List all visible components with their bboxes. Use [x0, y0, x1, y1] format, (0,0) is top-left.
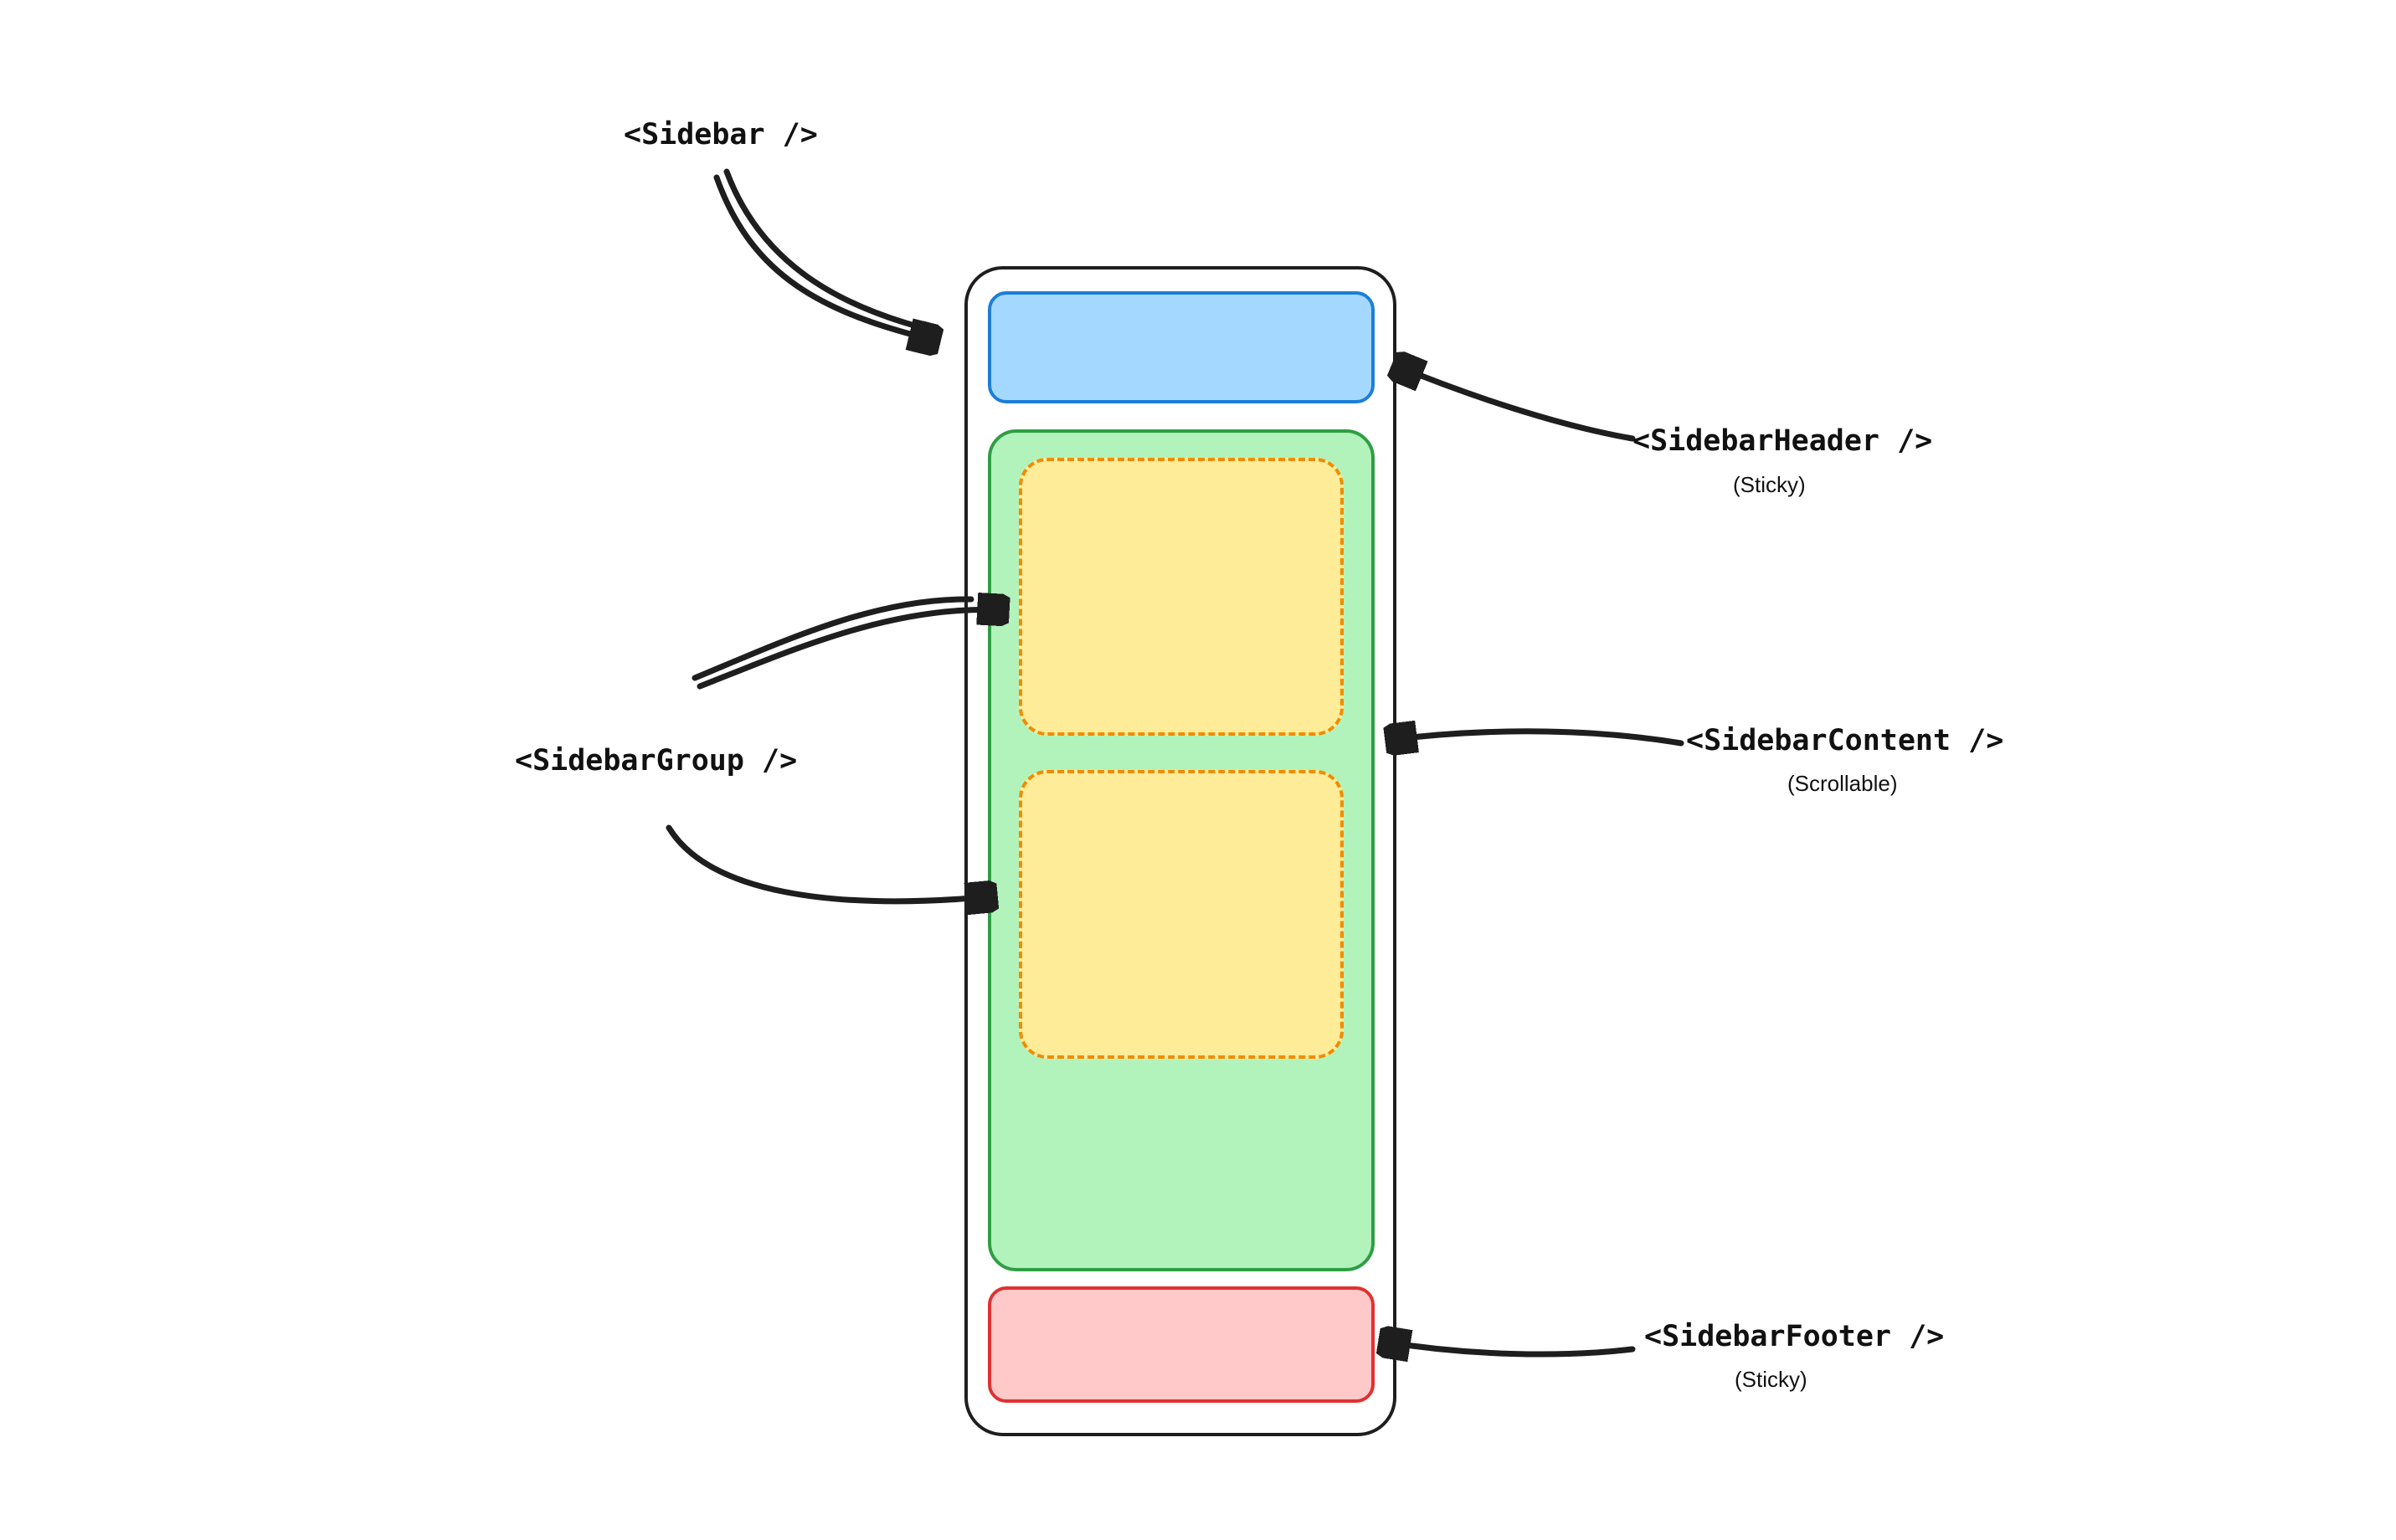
- sidebar-group-label: <SidebarGroup />: [515, 744, 798, 778]
- arrow-header: [1396, 366, 1636, 442]
- sidebar-group-box: [1019, 458, 1344, 736]
- sidebar-content-label: <SidebarContent />: [1686, 724, 2004, 757]
- arrow-group-top-double-stroke: [692, 596, 974, 681]
- arrow-group-top: [697, 609, 1005, 690]
- sidebar-header-box: [988, 291, 1375, 403]
- arrow-sidebar: [713, 174, 936, 341]
- arrow-sidebar-double-stroke: [723, 168, 921, 330]
- sidebar-header-note: (Sticky): [1733, 472, 1806, 497]
- sidebar-header-label: <SidebarHeader />: [1632, 424, 1933, 458]
- sidebar-content-note: (Scrollable): [1787, 771, 1898, 796]
- arrow-content: [1390, 732, 1684, 743]
- sidebar-footer-note: (Sticky): [1735, 1367, 1807, 1392]
- arrow-footer: [1383, 1342, 1636, 1354]
- sidebar-footer-label: <SidebarFooter />: [1644, 1320, 1945, 1353]
- arrow-group-bottom: [666, 824, 993, 901]
- sidebar-group-box: [1019, 770, 1344, 1059]
- sidebar-footer-box: [988, 1286, 1375, 1403]
- sidebar-label: <Sidebar />: [624, 118, 818, 151]
